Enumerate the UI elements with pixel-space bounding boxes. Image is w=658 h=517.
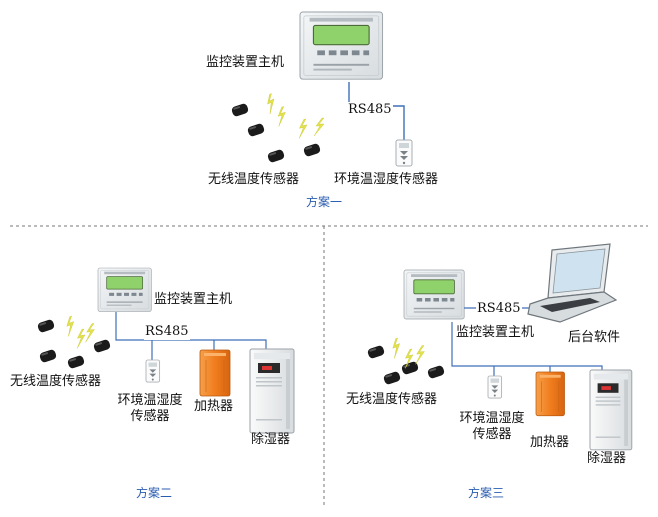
scheme-2-env-label: 环境温湿度 传感器 <box>112 393 188 426</box>
scheme-2-host-unit <box>97 267 152 312</box>
scheme-3-env-label-line2: 传感器 <box>472 427 512 443</box>
scheme-2-wireless-signals <box>62 315 96 349</box>
scheme-2 <box>36 267 295 434</box>
scheme-2-host-label: 监控装置主机 <box>154 292 233 307</box>
scheme-1-host-label: 监控装置主机 <box>206 55 285 70</box>
scheme-3-wireless-signals <box>388 337 426 369</box>
scheme-3-title: 方案三 <box>468 486 505 500</box>
scheme-3-heater <box>535 371 565 417</box>
scheme-2-rs485-wire <box>115 312 267 350</box>
scheme-3-rs485-label: RS485 <box>476 301 522 318</box>
scheme-2-heater <box>199 349 231 397</box>
scheme-3-env-sensor <box>487 375 503 399</box>
scheme-2-env-label-line1: 环境温湿度 <box>117 393 183 408</box>
scheme-1-title: 方案一 <box>306 195 343 209</box>
scheme-1 <box>230 11 413 167</box>
scheme-3-dehumidifier <box>589 369 633 451</box>
scheme-3-bus-wire <box>451 322 603 370</box>
scheme-1-rs485-label: RS485 <box>347 102 393 119</box>
scheme-1-wireless-signals <box>262 93 325 139</box>
scheme-1-env-sensor <box>395 139 413 167</box>
scheme-2-dehumidifier <box>249 348 295 434</box>
scheme-3-wireless-sensors <box>366 344 446 386</box>
scheme-3-heater-label: 加热器 <box>530 435 570 450</box>
scheme-2-wireless-label: 无线温度传感器 <box>10 374 102 389</box>
scheme-2-env-sensor <box>145 359 161 383</box>
scheme-3-host-label: 监控装置主机 <box>456 325 535 340</box>
scheme-2-wireless-sensors <box>36 318 112 370</box>
scheme-1-wireless-label: 无线温度传感器 <box>208 172 300 187</box>
scheme-1-host-unit <box>299 11 384 80</box>
scheme-3-laptop <box>527 243 618 323</box>
scheme-3-software-label: 后台软件 <box>568 330 621 345</box>
scheme-1-wireless-sensors <box>230 102 322 164</box>
scheme-3-wireless-label: 无线温度传感器 <box>346 392 438 407</box>
scheme-2-heater-label: 加热器 <box>194 399 234 414</box>
scheme-2-title: 方案二 <box>136 486 173 500</box>
scheme-2-rs485-label: RS485 <box>144 324 190 341</box>
scheme-2-dehumidifier-label: 除湿器 <box>251 432 291 447</box>
scheme-1-env-label: 环境温湿度传感器 <box>334 172 439 187</box>
scheme-3-host-unit <box>403 269 465 320</box>
scheme-3-env-label: 环境温湿度 传感器 <box>454 411 530 444</box>
scheme-3-dehumidifier-label: 除湿器 <box>587 451 627 466</box>
scheme-2-env-label-line2: 传感器 <box>130 409 170 425</box>
scheme-3-env-label-line1: 环境温湿度 <box>459 411 525 426</box>
